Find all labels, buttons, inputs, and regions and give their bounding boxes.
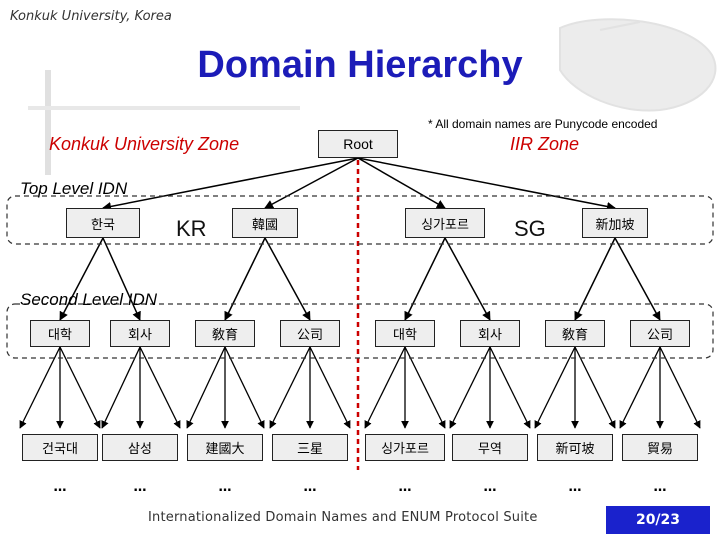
ellipsis-marker: …	[398, 480, 412, 495]
edge-sld-4a	[269, 346, 311, 429]
footer-title: Internationalized Domain Names and ENUM …	[148, 510, 538, 525]
mouse-watermark	[559, 18, 717, 112]
edge-root-hanguk-hanja	[264, 157, 359, 209]
edge-tld-sld-6	[444, 237, 491, 321]
punycode-note: * All domain names are Punycode encoded	[428, 117, 658, 131]
edge-sld-3c	[224, 346, 265, 429]
third-node: 무역	[452, 434, 528, 461]
tld-singapore-hanja: 新加坡	[582, 208, 648, 238]
top-level-group	[6, 195, 714, 245]
third-node: 建國大	[187, 434, 263, 461]
sld-node: 敎育	[545, 320, 605, 347]
ellipsis-marker: …	[133, 480, 147, 495]
edge-sld-6c	[489, 346, 531, 429]
sld-node: 公司	[280, 320, 340, 347]
edge-sld-2a	[101, 346, 141, 429]
edge-tld-sld-1	[59, 237, 104, 321]
ellipsis-marker: …	[653, 480, 667, 495]
edge-sld-1a	[19, 346, 61, 429]
sld-node: 대학	[30, 320, 90, 347]
konkuk-zone-label: Konkuk University Zone	[49, 134, 240, 154]
edge-tld-sld-5	[404, 237, 446, 321]
tld-hanguk: 한국	[66, 208, 140, 238]
edge-root-singapore	[357, 157, 446, 209]
tld-kr: KR	[176, 216, 207, 241]
third-node: 건국대	[22, 434, 98, 461]
edge-sld-3a	[186, 346, 226, 429]
edge-root-singapore-hanja	[357, 157, 616, 211]
edge-sld-7a	[534, 346, 576, 429]
tld-singapore: 싱가포르	[405, 208, 485, 238]
top-level-label: Top Level IDN	[20, 179, 128, 198]
edge-sld-8c	[659, 346, 701, 429]
ellipsis-marker: …	[568, 480, 582, 495]
page-number: 20/23	[606, 506, 710, 534]
ellipsis-marker: …	[53, 480, 67, 495]
tld-hanguk-hanja: 韓國	[232, 208, 298, 238]
ellipsis-marker: …	[218, 480, 232, 495]
edge-sld-2c	[139, 346, 181, 429]
third-node: 貿易	[622, 434, 698, 461]
edge-sld-1c	[59, 346, 101, 429]
sld-node: 회사	[110, 320, 170, 347]
second-level-group	[6, 303, 714, 359]
edge-tld-sld-2	[102, 237, 141, 321]
third-node: 싱가포르	[365, 434, 445, 461]
sld-node: 회사	[460, 320, 520, 347]
edge-sld-4c	[309, 346, 351, 429]
edge-tld-sld-4	[264, 237, 311, 321]
sld-node: 公司	[630, 320, 690, 347]
second-level-label: Second Level IDN	[20, 290, 158, 309]
edge-sld-5a	[364, 346, 406, 429]
edge-sld-6a	[449, 346, 491, 429]
edge-tld-sld-3	[224, 237, 266, 321]
sld-node: 대학	[375, 320, 435, 347]
third-node: 新可坡	[537, 434, 613, 461]
edge-root-hanguk	[102, 157, 359, 211]
edge-tld-sld-8	[614, 237, 661, 321]
iir-zone-label: IIR Zone	[510, 134, 580, 154]
edge-sld-7c	[574, 346, 616, 429]
third-node: 三星	[272, 434, 348, 461]
edge-sld-8a	[619, 346, 661, 429]
edge-tld-sld-7	[574, 237, 616, 321]
ellipsis-marker: …	[303, 480, 317, 495]
edge-sld-5c	[404, 346, 446, 429]
third-node: 삼성	[102, 434, 178, 461]
tld-sg: SG	[514, 216, 546, 241]
ellipsis-marker: …	[483, 480, 497, 495]
page-title: Domain Hierarchy	[197, 44, 523, 86]
header-affiliation: Konkuk University, Korea	[10, 9, 172, 24]
sld-node: 敎育	[195, 320, 255, 347]
root-node: Root	[318, 130, 398, 158]
